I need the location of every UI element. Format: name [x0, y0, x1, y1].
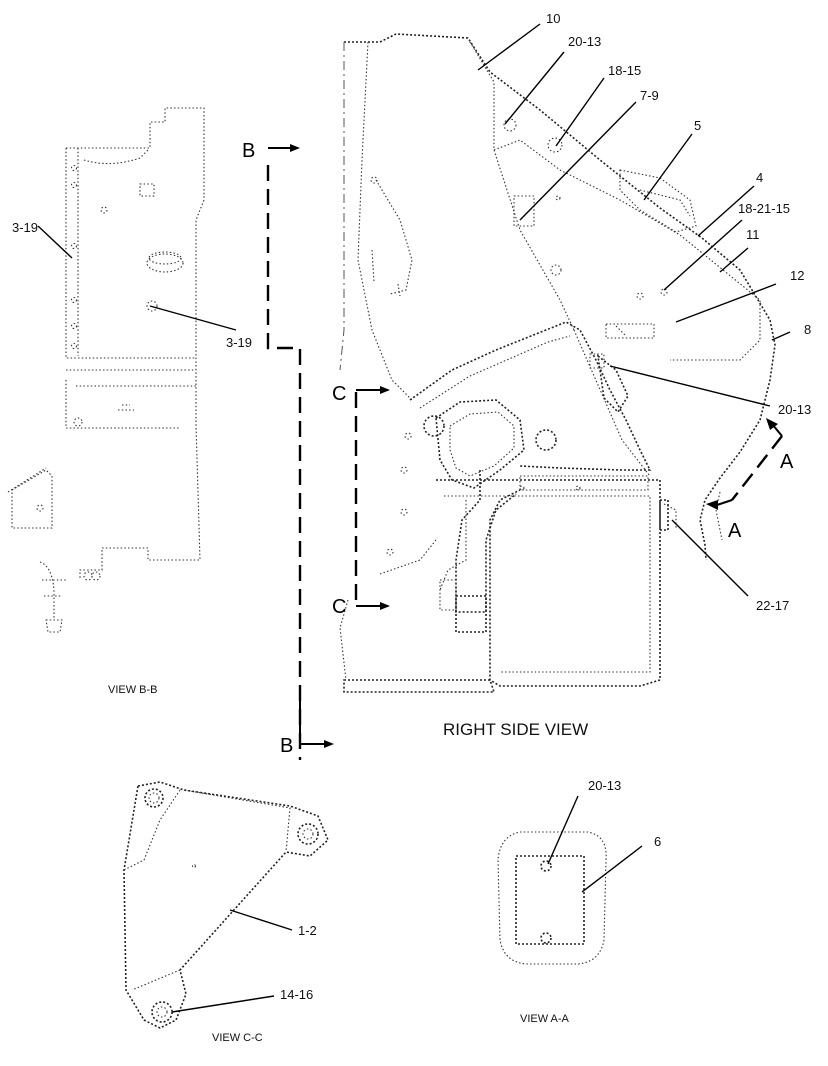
section-letter-b-bottom: B — [280, 735, 293, 757]
leader-6 — [581, 845, 643, 893]
callout-5: 5 — [694, 118, 701, 133]
leader-14-16 — [171, 995, 275, 1013]
view-a-a-title: VIEW A-A — [520, 1013, 570, 1025]
callout-6: 6 — [654, 834, 661, 849]
callout-18-21-15: 18-21-15 — [738, 201, 790, 216]
right-side-view-title: RIGHT SIDE VIEW — [443, 720, 588, 739]
section-letter-c-bottom: C — [332, 596, 346, 618]
callout-11: 11 — [746, 227, 760, 242]
leader-3-19-left — [37, 225, 73, 259]
leader-20-13-aa — [547, 795, 579, 865]
callout-12: 12 — [790, 268, 804, 283]
view-a-a-drawing — [497, 831, 607, 965]
callout-8: 8 — [804, 322, 811, 337]
section-line-b-b — [266, 144, 334, 760]
view-c-c-title: VIEW C-C — [212, 1032, 263, 1044]
callout-3-19-right: 3-19 — [226, 335, 252, 350]
callout-20-13-aa: 20-13 — [588, 778, 621, 793]
callout-10: 10 — [546, 11, 560, 26]
view-b-b-title: VIEW B-B — [108, 684, 158, 696]
right-side-leaders — [477, 23, 791, 597]
callout-20-13-top: 20-13 — [568, 34, 601, 49]
section-line-c-c — [354, 386, 390, 610]
callout-14-16: 14-16 — [280, 987, 313, 1002]
callout-22-17: 22-17 — [756, 598, 789, 613]
view-b-b-drawing — [7, 107, 205, 633]
right-side-view-drawing — [339, 33, 776, 693]
section-line-a-a — [706, 418, 783, 510]
callout-4: 4 — [756, 170, 763, 185]
callout-3-19-left: 3-19 — [12, 220, 38, 235]
callout-1-2: 1-2 — [298, 923, 317, 938]
section-letter-b-top: B — [242, 140, 255, 162]
callout-20-13-right: 20-13 — [778, 402, 811, 417]
section-letter-a-top: A — [780, 451, 794, 473]
leader-1-2 — [229, 909, 293, 931]
leader-3-19-right — [149, 305, 237, 331]
callout-7-9: 7-9 — [640, 88, 659, 103]
section-letter-a-bottom: A — [728, 520, 742, 542]
section-letter-c-top: C — [332, 383, 346, 405]
callout-18-15: 18-15 — [608, 63, 641, 78]
